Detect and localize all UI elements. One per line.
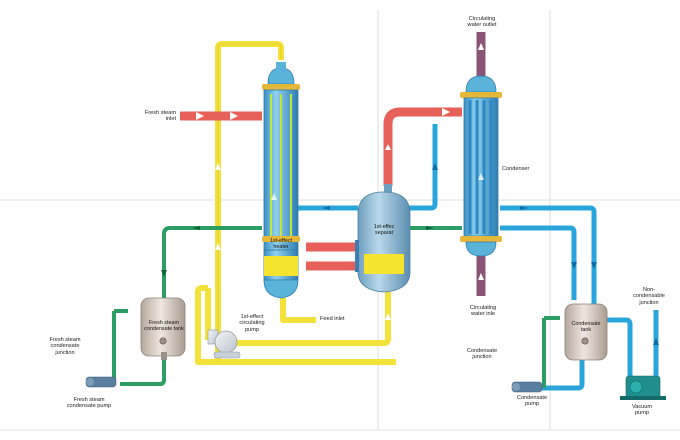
steam-piping — [180, 107, 462, 271]
fresh-steam-condensate-tank-label: Fresh steam condensate tank — [144, 320, 184, 333]
flow-arrows — [161, 43, 659, 345]
circulating-water-outlet-label: Circulating water outlet — [467, 16, 497, 29]
condensate-return-piping — [112, 226, 560, 388]
vacuum-pump-icon — [620, 375, 666, 400]
fresh-steam-inlet-label: Fresh steam inlet — [144, 110, 176, 123]
first-effect-separator — [355, 184, 411, 293]
first-effect-heater-label: 1st-effect heater — [269, 238, 293, 251]
fresh-steam-condensate-junction-label: Fresh steam condensate junction — [49, 337, 81, 356]
fresh-steam-condensate-tank — [140, 297, 186, 360]
condenser-label: Condenser — [502, 166, 530, 172]
condensate-tank-label: Condensate tank — [571, 321, 601, 334]
fresh-steam-condensate-pump-label: Fresh steam condensate pump — [66, 397, 112, 410]
condensate-tank — [564, 303, 608, 361]
condensate-pump-icon — [511, 381, 543, 393]
first-effect-heater — [262, 62, 300, 299]
feed-inlet-label: Feed inlet — [320, 316, 345, 322]
first-effect-circulating-pump-label: 1st-effect circulating pump — [239, 314, 265, 333]
circulating-water-inlet-label: Circulating water inle — [469, 305, 497, 318]
condenser — [460, 75, 502, 257]
first-effect-separator-label: 1st-effec separat — [373, 224, 395, 237]
material-pipe-edges — [217, 43, 282, 362]
condensate-pump-label: Condensate pump — [516, 395, 548, 408]
circulating-pump-icon — [207, 329, 241, 359]
condensate-junction-label: Condensate junction — [466, 348, 498, 361]
non-condensable-junction-label: Non- condensable junction — [633, 287, 665, 306]
vacuum-pump-label: Vacuum pump — [631, 404, 653, 417]
frame-lines — [0, 10, 680, 431]
fresh-steam-condensate-pump-icon — [85, 376, 117, 388]
